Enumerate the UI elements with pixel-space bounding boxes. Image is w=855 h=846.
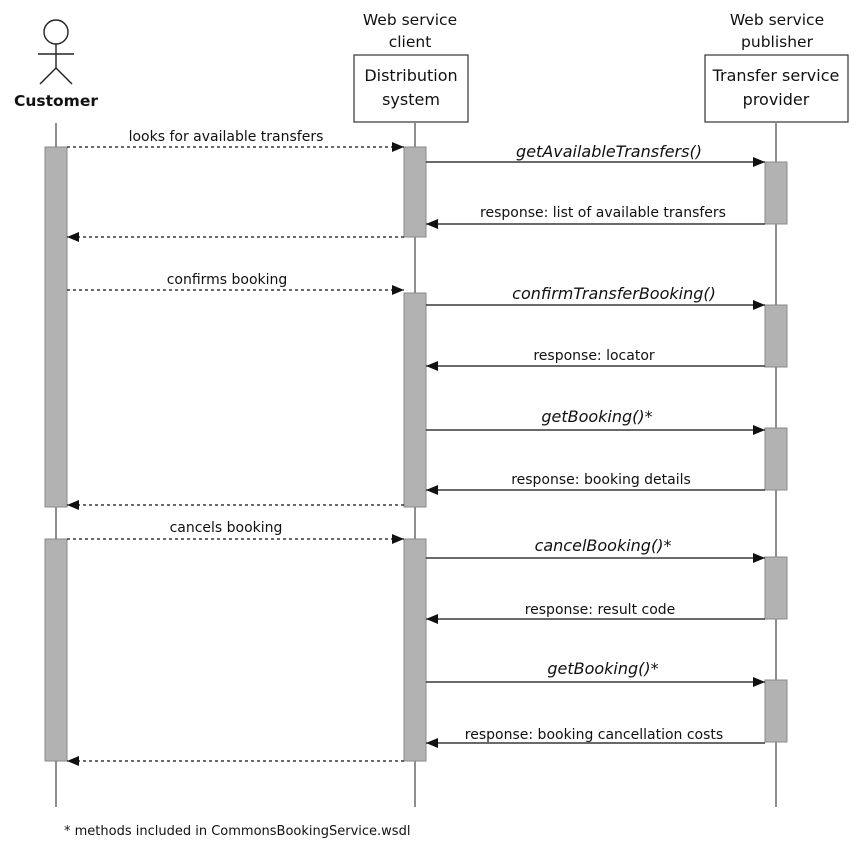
customer-label: Customer [14, 92, 98, 110]
message-label: getBooking()* [541, 407, 652, 426]
provider-box-line2: provider [743, 90, 810, 109]
customer-activation [44, 146, 68, 508]
distribution-system-line1: Distribution [364, 66, 457, 85]
client-activation [403, 538, 427, 762]
message-label: response: booking details [511, 472, 691, 488]
message-label: confirmTransferBooking() [512, 284, 716, 303]
transfer-service-provider-box [704, 54, 849, 123]
distribution-system-line2: system [382, 90, 440, 109]
footnote: * methods included in CommonsBookingServ… [64, 824, 410, 839]
provider-box-line1: Transfer service [712, 66, 840, 85]
customer-activation [44, 538, 68, 762]
message-label: looks for available transfers [129, 129, 324, 145]
provider-activation [764, 679, 788, 743]
provider-activation [764, 427, 788, 491]
message-label: cancelBooking()* [535, 536, 672, 555]
provider-activation [764, 556, 788, 620]
client-activation [403, 146, 427, 238]
message-label: confirms booking [167, 272, 288, 288]
message-label: response: result code [525, 602, 676, 618]
distribution-system-box [353, 54, 469, 123]
provider-role-line2: publisher [741, 33, 814, 51]
message-label: response: booking cancellation costs [465, 727, 723, 743]
message-label: response: locator [533, 348, 655, 364]
message-label: getBooking()* [547, 659, 658, 678]
message-label: response: list of available transfers [480, 205, 726, 221]
message-label: getAvailableTransfers() [516, 142, 702, 161]
provider-activation [764, 304, 788, 368]
provider-activation [764, 161, 788, 225]
customer-actor-icon [38, 19, 74, 85]
provider-role-line1: Web service [730, 11, 824, 29]
client-activation [403, 292, 427, 508]
client-role-line1: Web service [363, 11, 457, 29]
client-role-line2: client [389, 33, 432, 51]
message-label: cancels booking [170, 520, 283, 536]
